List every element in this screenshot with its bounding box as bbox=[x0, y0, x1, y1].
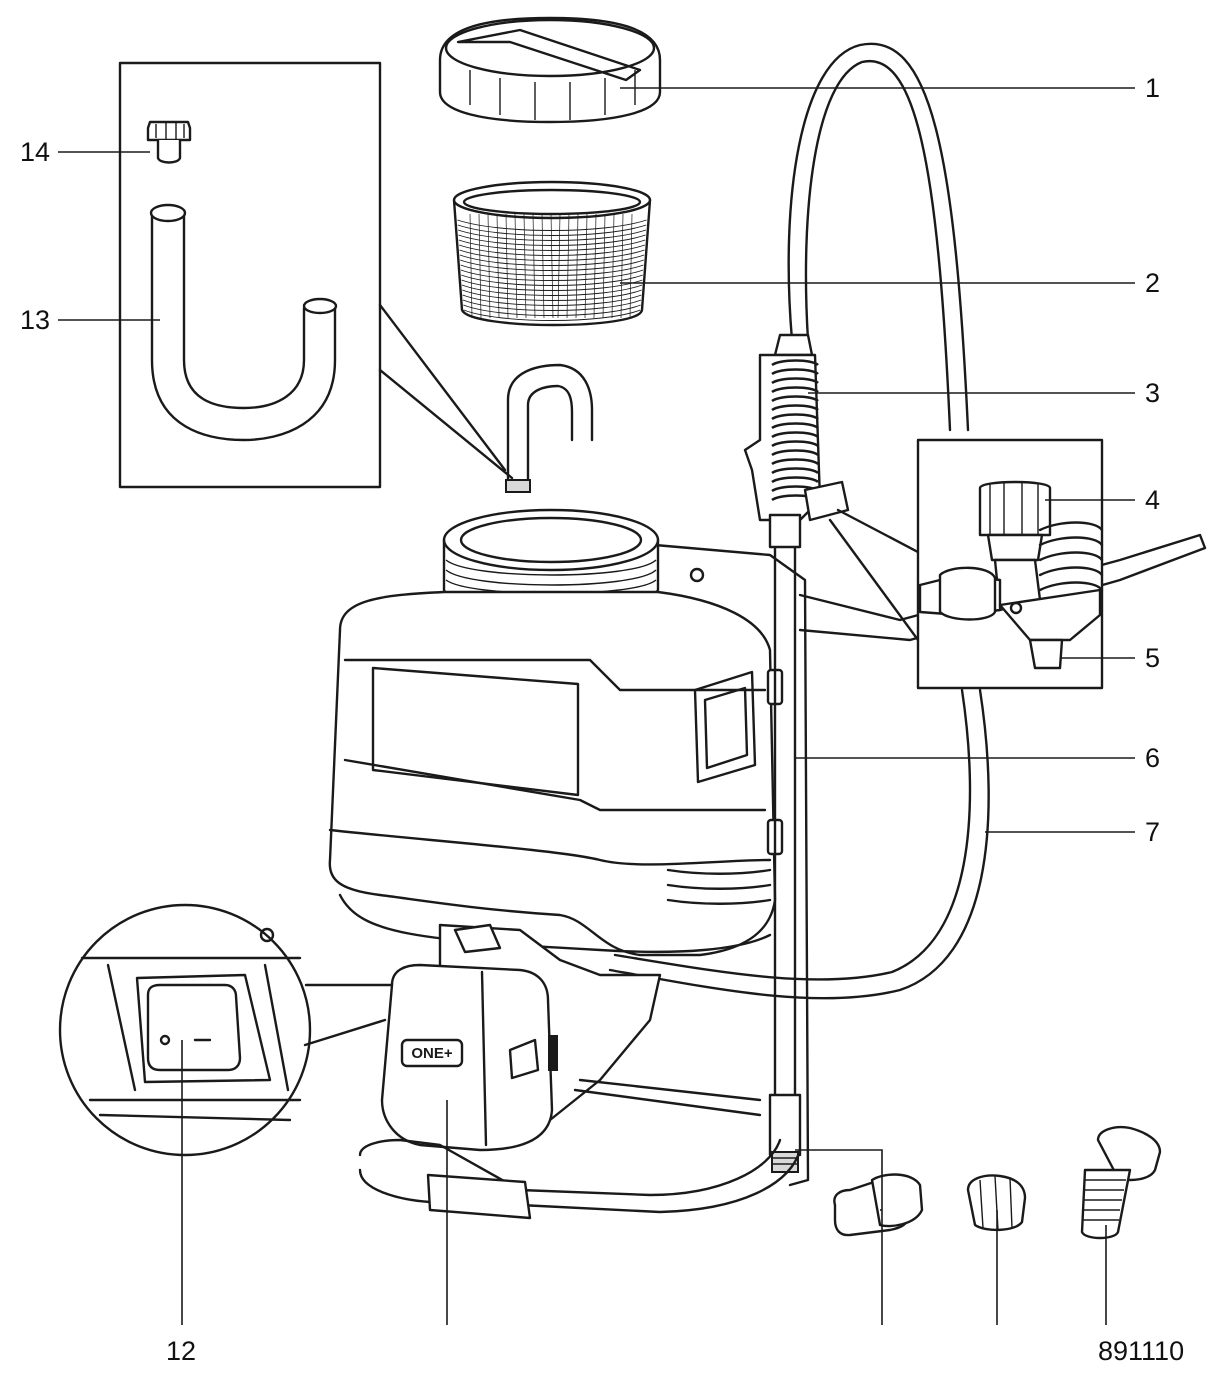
filter-basket bbox=[452, 180, 652, 327]
callout-2: 2 bbox=[1145, 268, 1160, 298]
figure-code: 891110 bbox=[1098, 1336, 1184, 1366]
u-tube bbox=[149, 203, 338, 442]
wand bbox=[768, 543, 802, 1173]
tank bbox=[328, 508, 810, 1187]
callout-14: 14 bbox=[20, 137, 50, 167]
charging-port-zoom bbox=[58, 903, 394, 1157]
hose bbox=[608, 42, 990, 1000]
j-tube bbox=[505, 363, 594, 493]
callout-12: 12 bbox=[166, 1336, 196, 1366]
inset-valve-box bbox=[916, 438, 1104, 690]
filter-mesh bbox=[457, 213, 647, 321]
callout-3: 3 bbox=[1145, 378, 1160, 408]
battery-logo: ONE+ bbox=[411, 1045, 453, 1062]
callout-1: 1 bbox=[1145, 73, 1160, 103]
callout-numbers: 1 2 3 4 5 6 7 14 13 12 891110 bbox=[20, 73, 1184, 1366]
flat-nozzle bbox=[966, 1174, 1027, 1232]
angled-extension bbox=[1080, 1126, 1162, 1240]
callout-6: 6 bbox=[1145, 743, 1160, 773]
inset-tube-box bbox=[118, 61, 382, 489]
adjustable-nozzle bbox=[833, 1173, 924, 1237]
small-nozzle-cap bbox=[146, 120, 192, 164]
motor-battery-housing: ONE+ bbox=[358, 923, 802, 1220]
callout-5: 5 bbox=[1145, 643, 1160, 673]
tank-cap bbox=[438, 16, 662, 124]
spray-handle bbox=[743, 333, 920, 642]
callout-4: 4 bbox=[1145, 485, 1160, 515]
leader-lines bbox=[58, 87, 1135, 1325]
callout-7: 7 bbox=[1145, 817, 1160, 847]
callout-13: 13 bbox=[20, 305, 50, 335]
